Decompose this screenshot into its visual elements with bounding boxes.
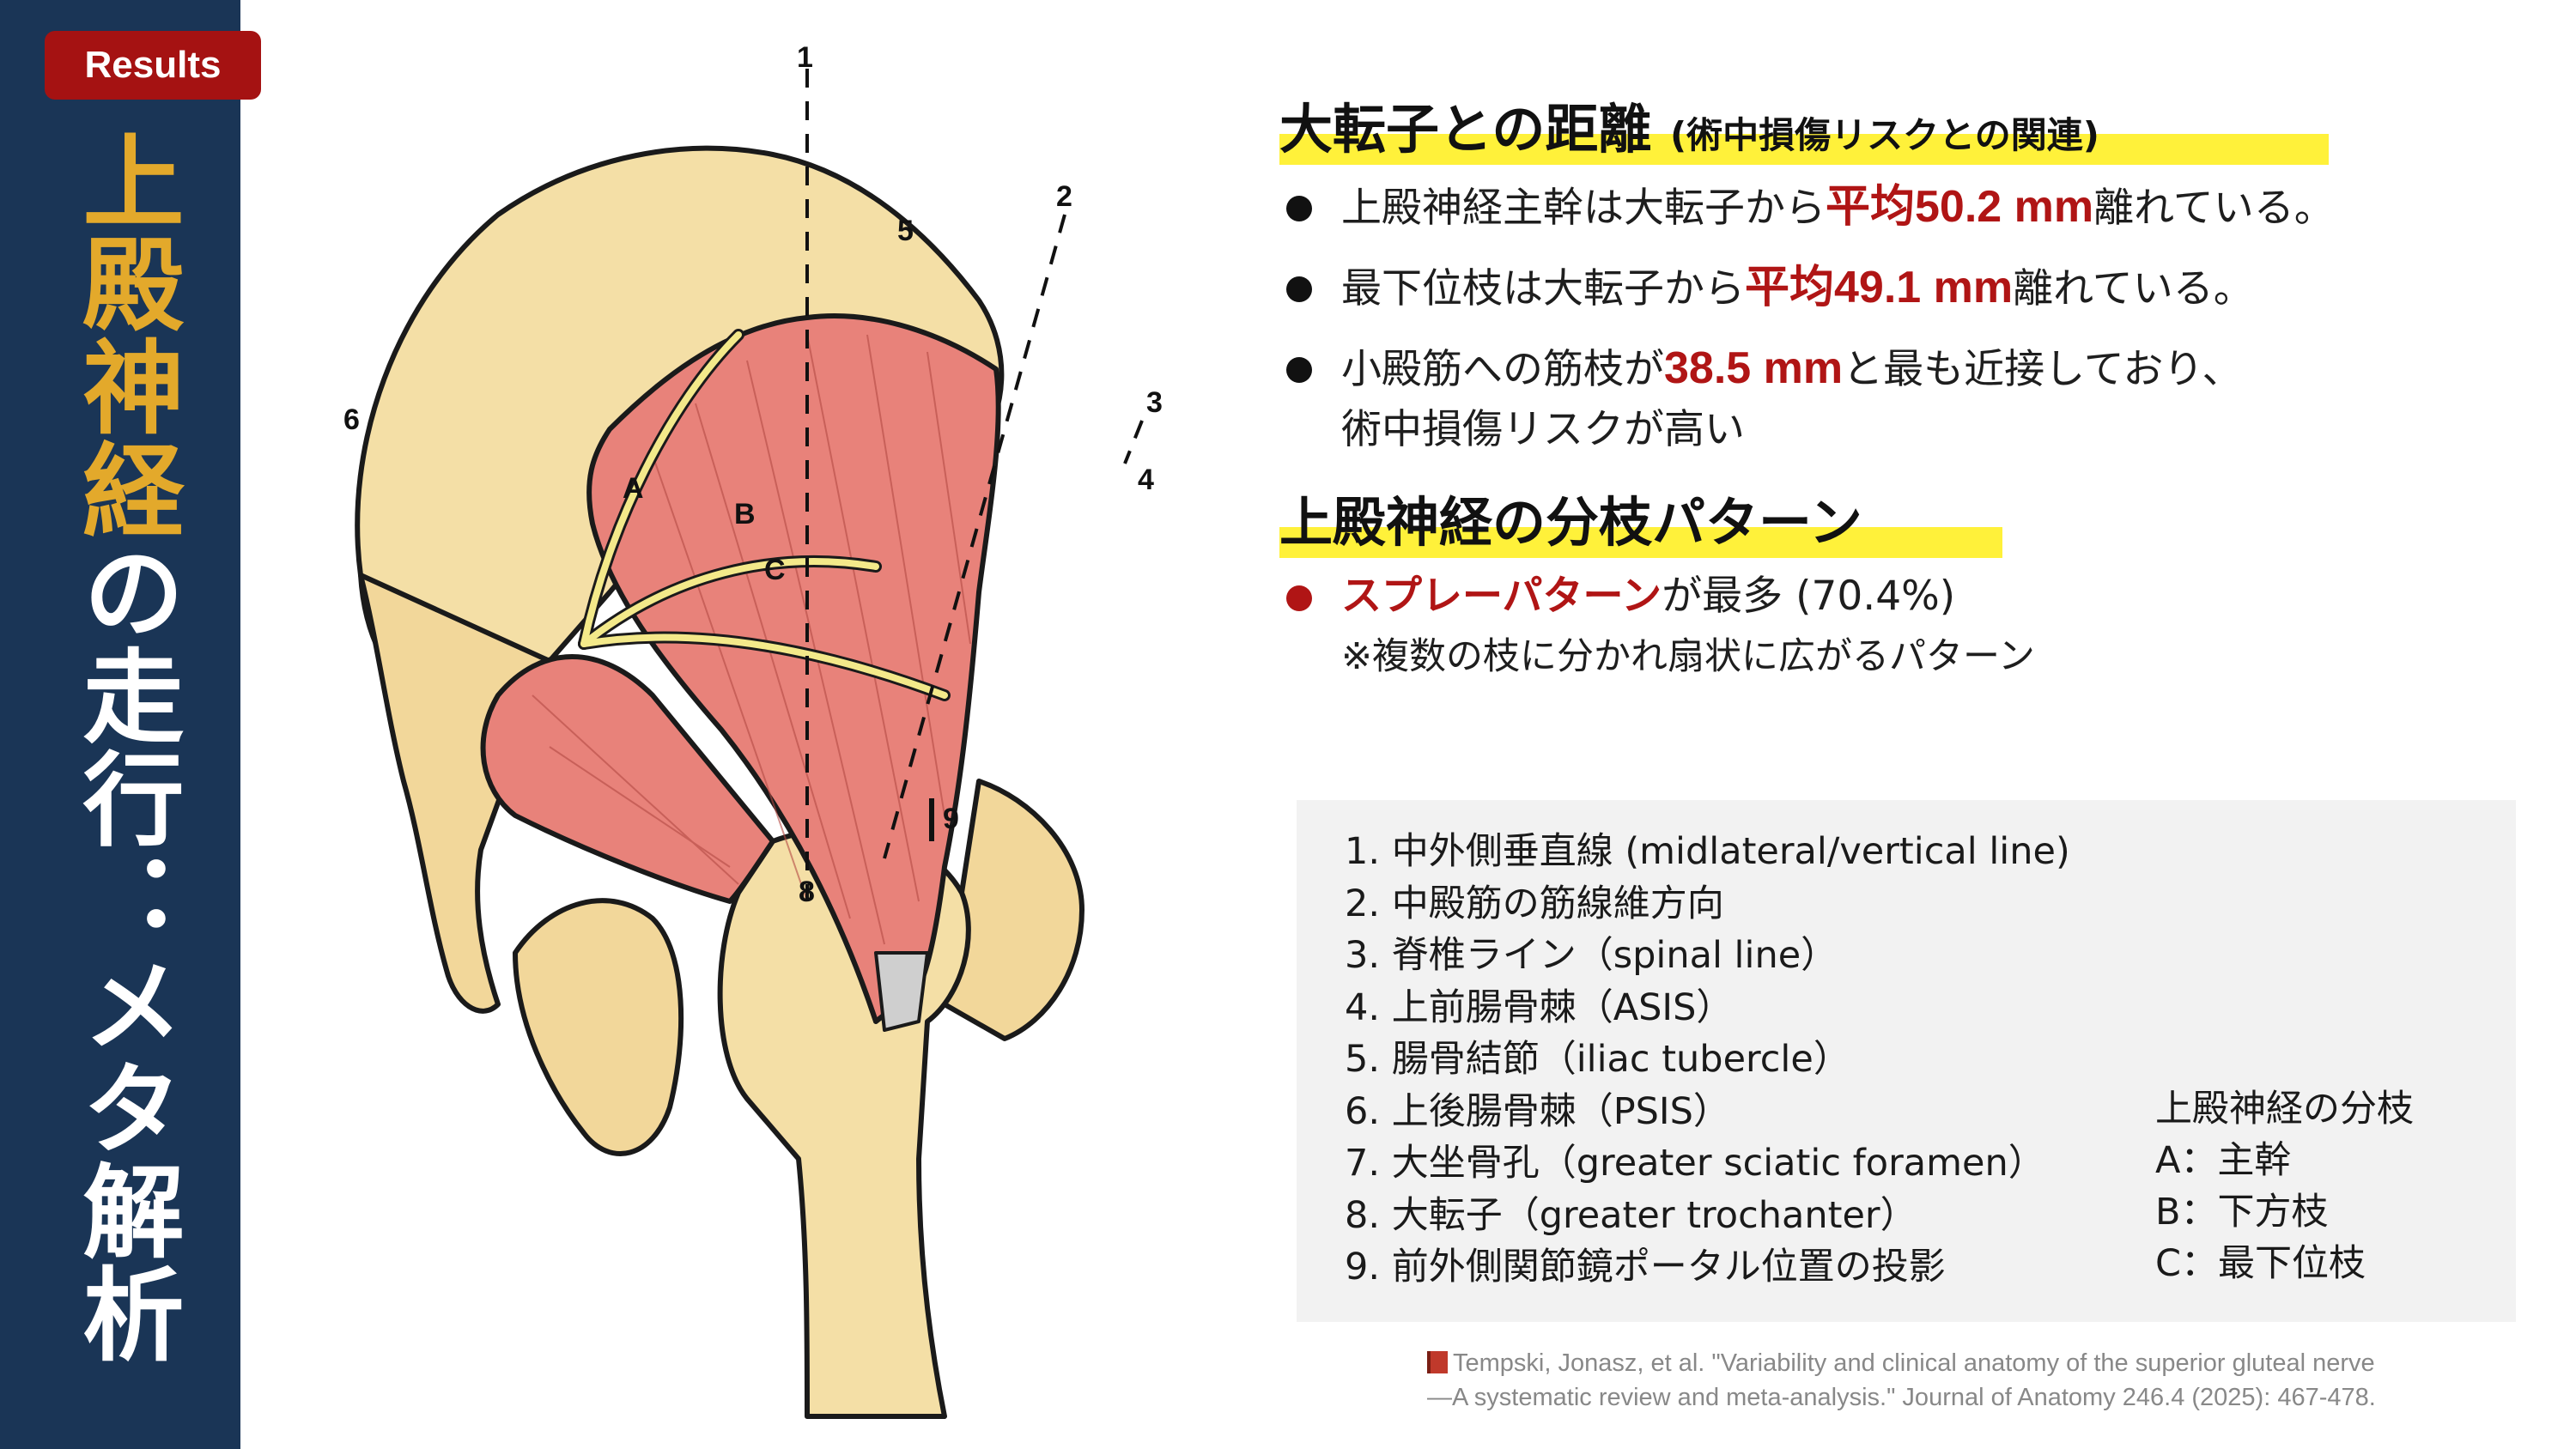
branch-legend-item: C：最下位枝 — [2155, 1242, 2366, 1285]
sidebar: Results 上殿神経の走行：メタ解析 — [0, 0, 261, 1449]
distance-subtitle: (術中損傷リスクとの関連) — [1669, 114, 2099, 156]
label-5: 5 — [897, 215, 914, 247]
title-highlight: 上殿神経 — [65, 129, 184, 541]
sacrum-bone — [358, 573, 552, 1014]
branch-heading: 上殿神経の分枝パターン — [1279, 479, 2550, 558]
label-4: 4 — [1138, 464, 1154, 496]
superior-gluteal-nerve — [580, 331, 948, 699]
legend-item: 6. 上後腸骨棘（PSIS） — [1345, 1089, 1730, 1133]
legend-item: 7. 大坐骨孔（greater sciatic foramen） — [1345, 1142, 2045, 1185]
legend-item: 8. 大転子（greater trochanter） — [1345, 1193, 1917, 1237]
branch-legend-title: 上殿神経の分枝 — [2155, 1088, 2414, 1131]
list-item: 最下位枝は大転子から平均49.1 mm離れている。 — [1279, 258, 2550, 319]
pubis-bone — [942, 779, 1084, 1041]
distance-title: 大転子との距離 — [1279, 98, 1652, 161]
book-icon — [1427, 1351, 1448, 1373]
results-badge: Results — [45, 31, 261, 100]
label-c: C — [764, 554, 786, 586]
ischium-bone — [513, 898, 684, 1156]
citation-line-1: Tempski, Jonasz, et al. "Variability and… — [1453, 1349, 2375, 1377]
branch-legend-item: B：下方枝 — [2155, 1191, 2329, 1234]
label-b: B — [734, 498, 756, 530]
citation-line-2: —A systematic review and meta-analysis."… — [1427, 1384, 2376, 1411]
branch-legend: 上殿神経の分枝 A：主幹 B：下方枝 C：最下位枝 — [2155, 1083, 2414, 1289]
vertical-title: 上殿神経の走行：メタ解析 — [52, 129, 197, 1365]
label-3: 3 — [1146, 386, 1163, 419]
hip-illustration: 1 2 3 4 5 6 8 9 A B C — [343, 41, 1163, 1419]
label-9: 9 — [943, 803, 959, 835]
legend-item: 5. 腸骨結節（iliac tubercle） — [1345, 1038, 1850, 1081]
branch-legend-item: A：主幹 — [2155, 1139, 2292, 1182]
list-item: 小殿筋への筋枝が38.5 mmと最も近接しており、術中損傷リスクが高い — [1279, 338, 2550, 460]
label-1: 1 — [797, 43, 813, 74]
legend-item: 4. 上前腸骨棘（ASIS） — [1345, 985, 1734, 1029]
legend-item: 9. 前外側関節鏡ポータル位置の投影 — [1345, 1246, 1946, 1288]
hip-anatomy-figure: 1 2 3 4 5 6 8 9 A B C — [326, 41, 1202, 1434]
branch-list: スプレーパターンが最多 (70.4%) — [1279, 567, 2550, 627]
label-2: 2 — [1056, 180, 1072, 213]
legend-item: 3. 脊椎ライン（spinal line） — [1345, 934, 1838, 977]
distance-heading: 大転子との距離 (術中損傷リスクとの関連) — [1279, 86, 2550, 165]
title-rest: の走行：メタ解析 — [65, 541, 184, 1365]
list-item: スプレーパターンが最多 (70.4%) — [1279, 567, 2550, 627]
legend-item: 2. 中殿筋の筋線維方向 — [1345, 882, 1724, 925]
gluteus-medius-muscle — [586, 313, 1001, 1024]
gluteus-minimus-muscle — [480, 654, 775, 904]
list-item: 上殿神経主幹は大転子から平均50.2 mm離れている。 — [1279, 177, 2550, 239]
branch-note: ※複数の枝に分かれ扇状に広がるパターン — [1341, 635, 2035, 678]
label-6: 6 — [343, 403, 360, 436]
label-a: A — [623, 472, 644, 505]
citation: Tempski, Jonasz, et al. "Variability and… — [1427, 1346, 2518, 1415]
legend-list: 1. 中外側垂直線 (midlateral/vertical line) 2. … — [1345, 826, 2070, 1294]
reference-lines — [805, 69, 1144, 901]
label-8: 8 — [799, 876, 815, 908]
distance-list: 上殿神経主幹は大転子から平均50.2 mm離れている。 最下位枝は大転子から平均… — [1279, 177, 2550, 460]
legend-box: 1. 中外側垂直線 (midlateral/vertical line) 2. … — [1297, 800, 2516, 1322]
legend-item: 1. 中外側垂直線 (midlateral/vertical line) — [1345, 830, 2070, 873]
branch-title: 上殿神経の分枝パターン — [1279, 491, 1862, 554]
findings-panel: 大転子との距離 (術中損傷リスクとの関連) 上殿神経主幹は大転子から平均50.2… — [1279, 86, 2550, 687]
tendon — [874, 951, 929, 1032]
